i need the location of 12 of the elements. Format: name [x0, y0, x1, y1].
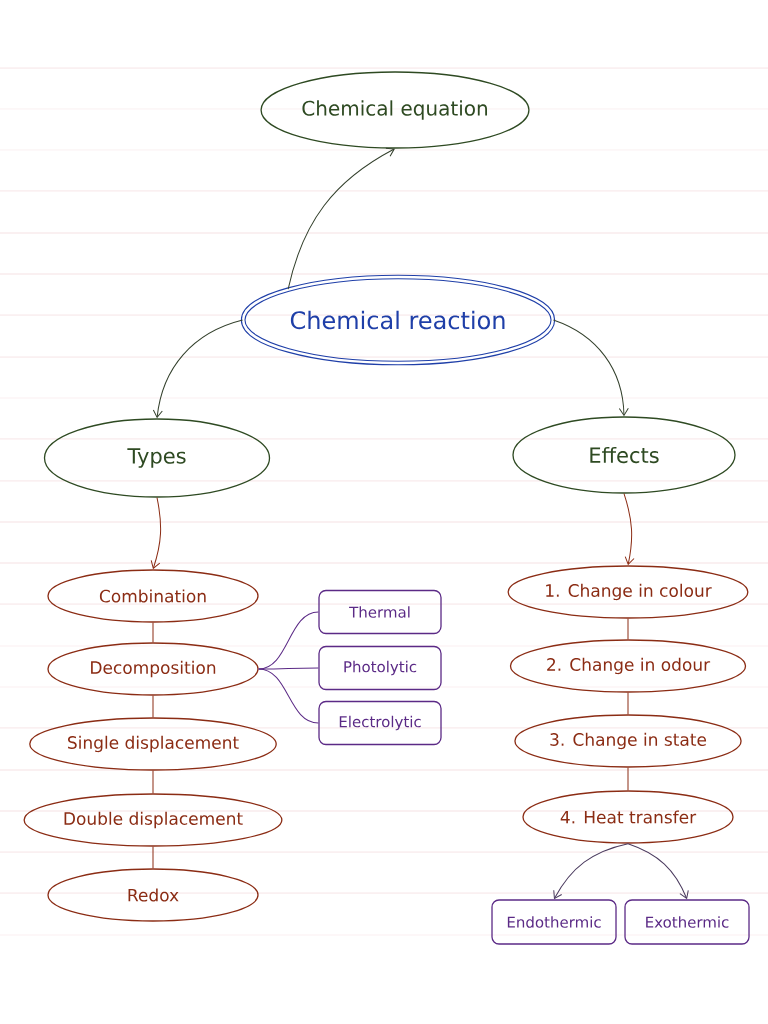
arrow [627, 843, 689, 899]
arrow [623, 493, 635, 565]
subtopic-box: Endothermic [491, 899, 617, 945]
subtopic-box: Exothermic [624, 899, 750, 945]
arrow [553, 843, 629, 900]
subtopic-box: Electrolytic [318, 700, 442, 746]
subtopic-box: Thermal [318, 589, 442, 635]
arrow [150, 497, 162, 569]
arrow [152, 319, 244, 418]
subtopic-box: Photolytic [318, 645, 442, 691]
arrow [552, 319, 629, 416]
arrow [287, 147, 395, 290]
